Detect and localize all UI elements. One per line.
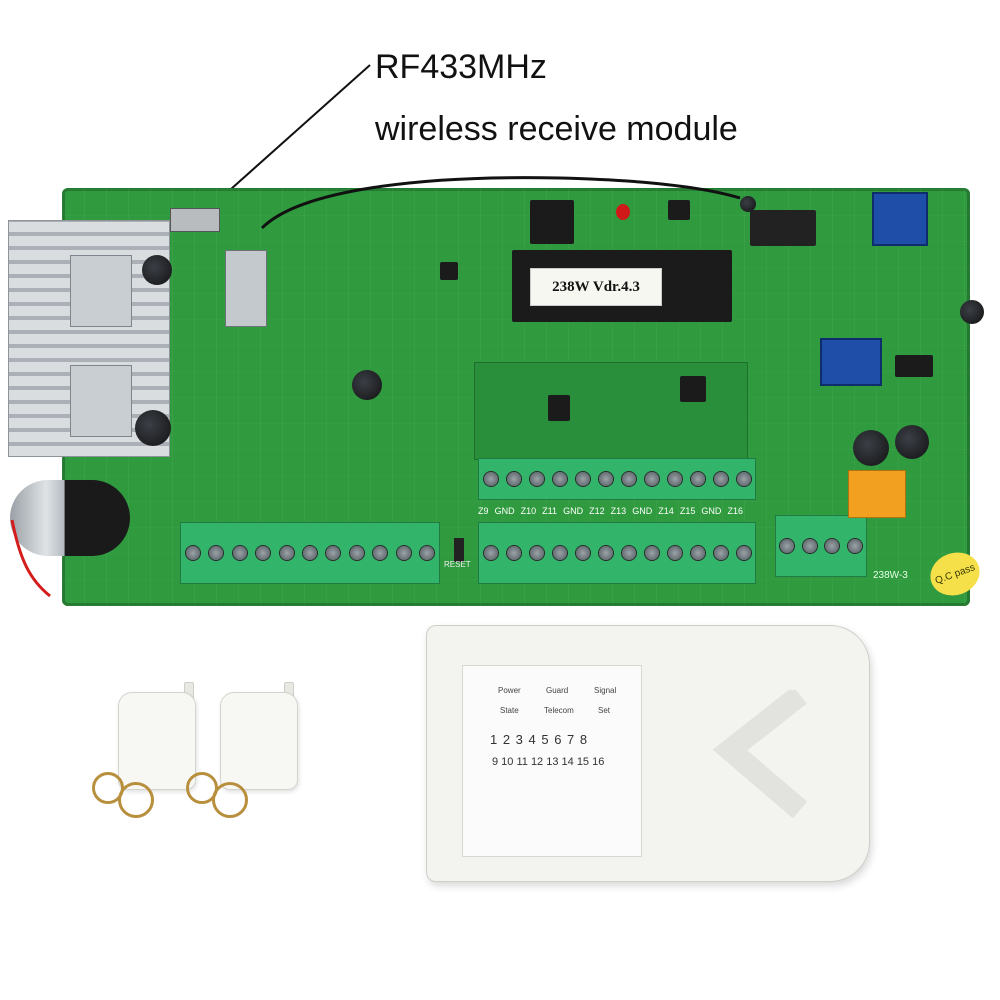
capacitor xyxy=(352,370,382,400)
chip-label: 238W Vdr.4.3 xyxy=(530,268,662,306)
caption-line-1: RF433MHz xyxy=(375,48,547,86)
zone-label: GND xyxy=(563,506,584,516)
transformer-coil xyxy=(820,338,882,386)
ic-chip xyxy=(668,200,690,220)
rf-receive-module xyxy=(170,208,220,232)
remote-fob xyxy=(118,692,196,790)
relay xyxy=(848,470,906,518)
indicator-guard: Guard xyxy=(546,686,569,695)
reset-label: RESET xyxy=(444,560,471,569)
zone-label: GND xyxy=(632,506,653,516)
indicator-set: Set xyxy=(598,706,611,715)
ic-chip xyxy=(548,395,570,421)
zone-label: Z13 xyxy=(610,506,627,516)
zone-terminal-top xyxy=(478,458,756,500)
ic-chip xyxy=(680,376,706,402)
capacitor xyxy=(135,410,171,446)
wdt-led xyxy=(616,204,630,220)
zone-label: Z12 xyxy=(589,506,605,516)
indicator-state: State xyxy=(500,706,519,715)
zone-label: Z9 xyxy=(478,506,489,516)
indicator-signal: Signal xyxy=(594,686,617,695)
electrolytic-capacitor xyxy=(10,480,130,556)
keypad-window xyxy=(462,665,642,857)
zone-labels: Z9 GND Z10 Z11 GND Z12 Z13 GND Z14 Z15 G… xyxy=(478,506,743,516)
regulator-plate xyxy=(70,255,132,327)
capacitor xyxy=(960,300,984,324)
zone-label: GND xyxy=(494,506,515,516)
key-ring xyxy=(212,782,248,818)
capacitor xyxy=(740,196,756,212)
key-ring xyxy=(118,782,154,818)
zone-numbers-row-2: 9 10 11 12 13 14 15 16 xyxy=(492,756,605,768)
zone-label: Z14 xyxy=(658,506,674,516)
ic-chip xyxy=(750,210,816,246)
zone-label: Z15 xyxy=(679,506,696,516)
indicator-power: Power xyxy=(498,686,521,695)
capacitor xyxy=(895,425,929,459)
regulator-plate xyxy=(70,365,132,437)
indicator-telecom: Telecom xyxy=(544,706,574,715)
capacitor xyxy=(853,430,889,466)
ic-chip xyxy=(530,200,574,244)
zone-label: Z10 xyxy=(520,506,537,516)
zone-label: Z16 xyxy=(727,506,743,516)
ic-chip xyxy=(440,262,458,280)
zone-label: GND xyxy=(701,506,722,516)
zone-numbers-row-1: 1 2 3 4 5 6 7 8 xyxy=(490,732,589,747)
keypad-chevron xyxy=(712,690,808,819)
ic-chip xyxy=(895,355,933,377)
zone-terminal-bottom xyxy=(478,522,756,584)
transformer-coil xyxy=(872,192,928,246)
capacitor xyxy=(142,255,172,285)
reset-jumper xyxy=(454,538,464,562)
power-terminal xyxy=(180,522,440,584)
voltage-regulator xyxy=(225,250,267,327)
caption-line-2: wireless receive module xyxy=(375,110,738,148)
siren-terminal xyxy=(775,515,867,577)
remote-fob xyxy=(220,692,298,790)
board-id: 238W-3 xyxy=(873,570,908,581)
zone-label: Z11 xyxy=(542,506,558,516)
